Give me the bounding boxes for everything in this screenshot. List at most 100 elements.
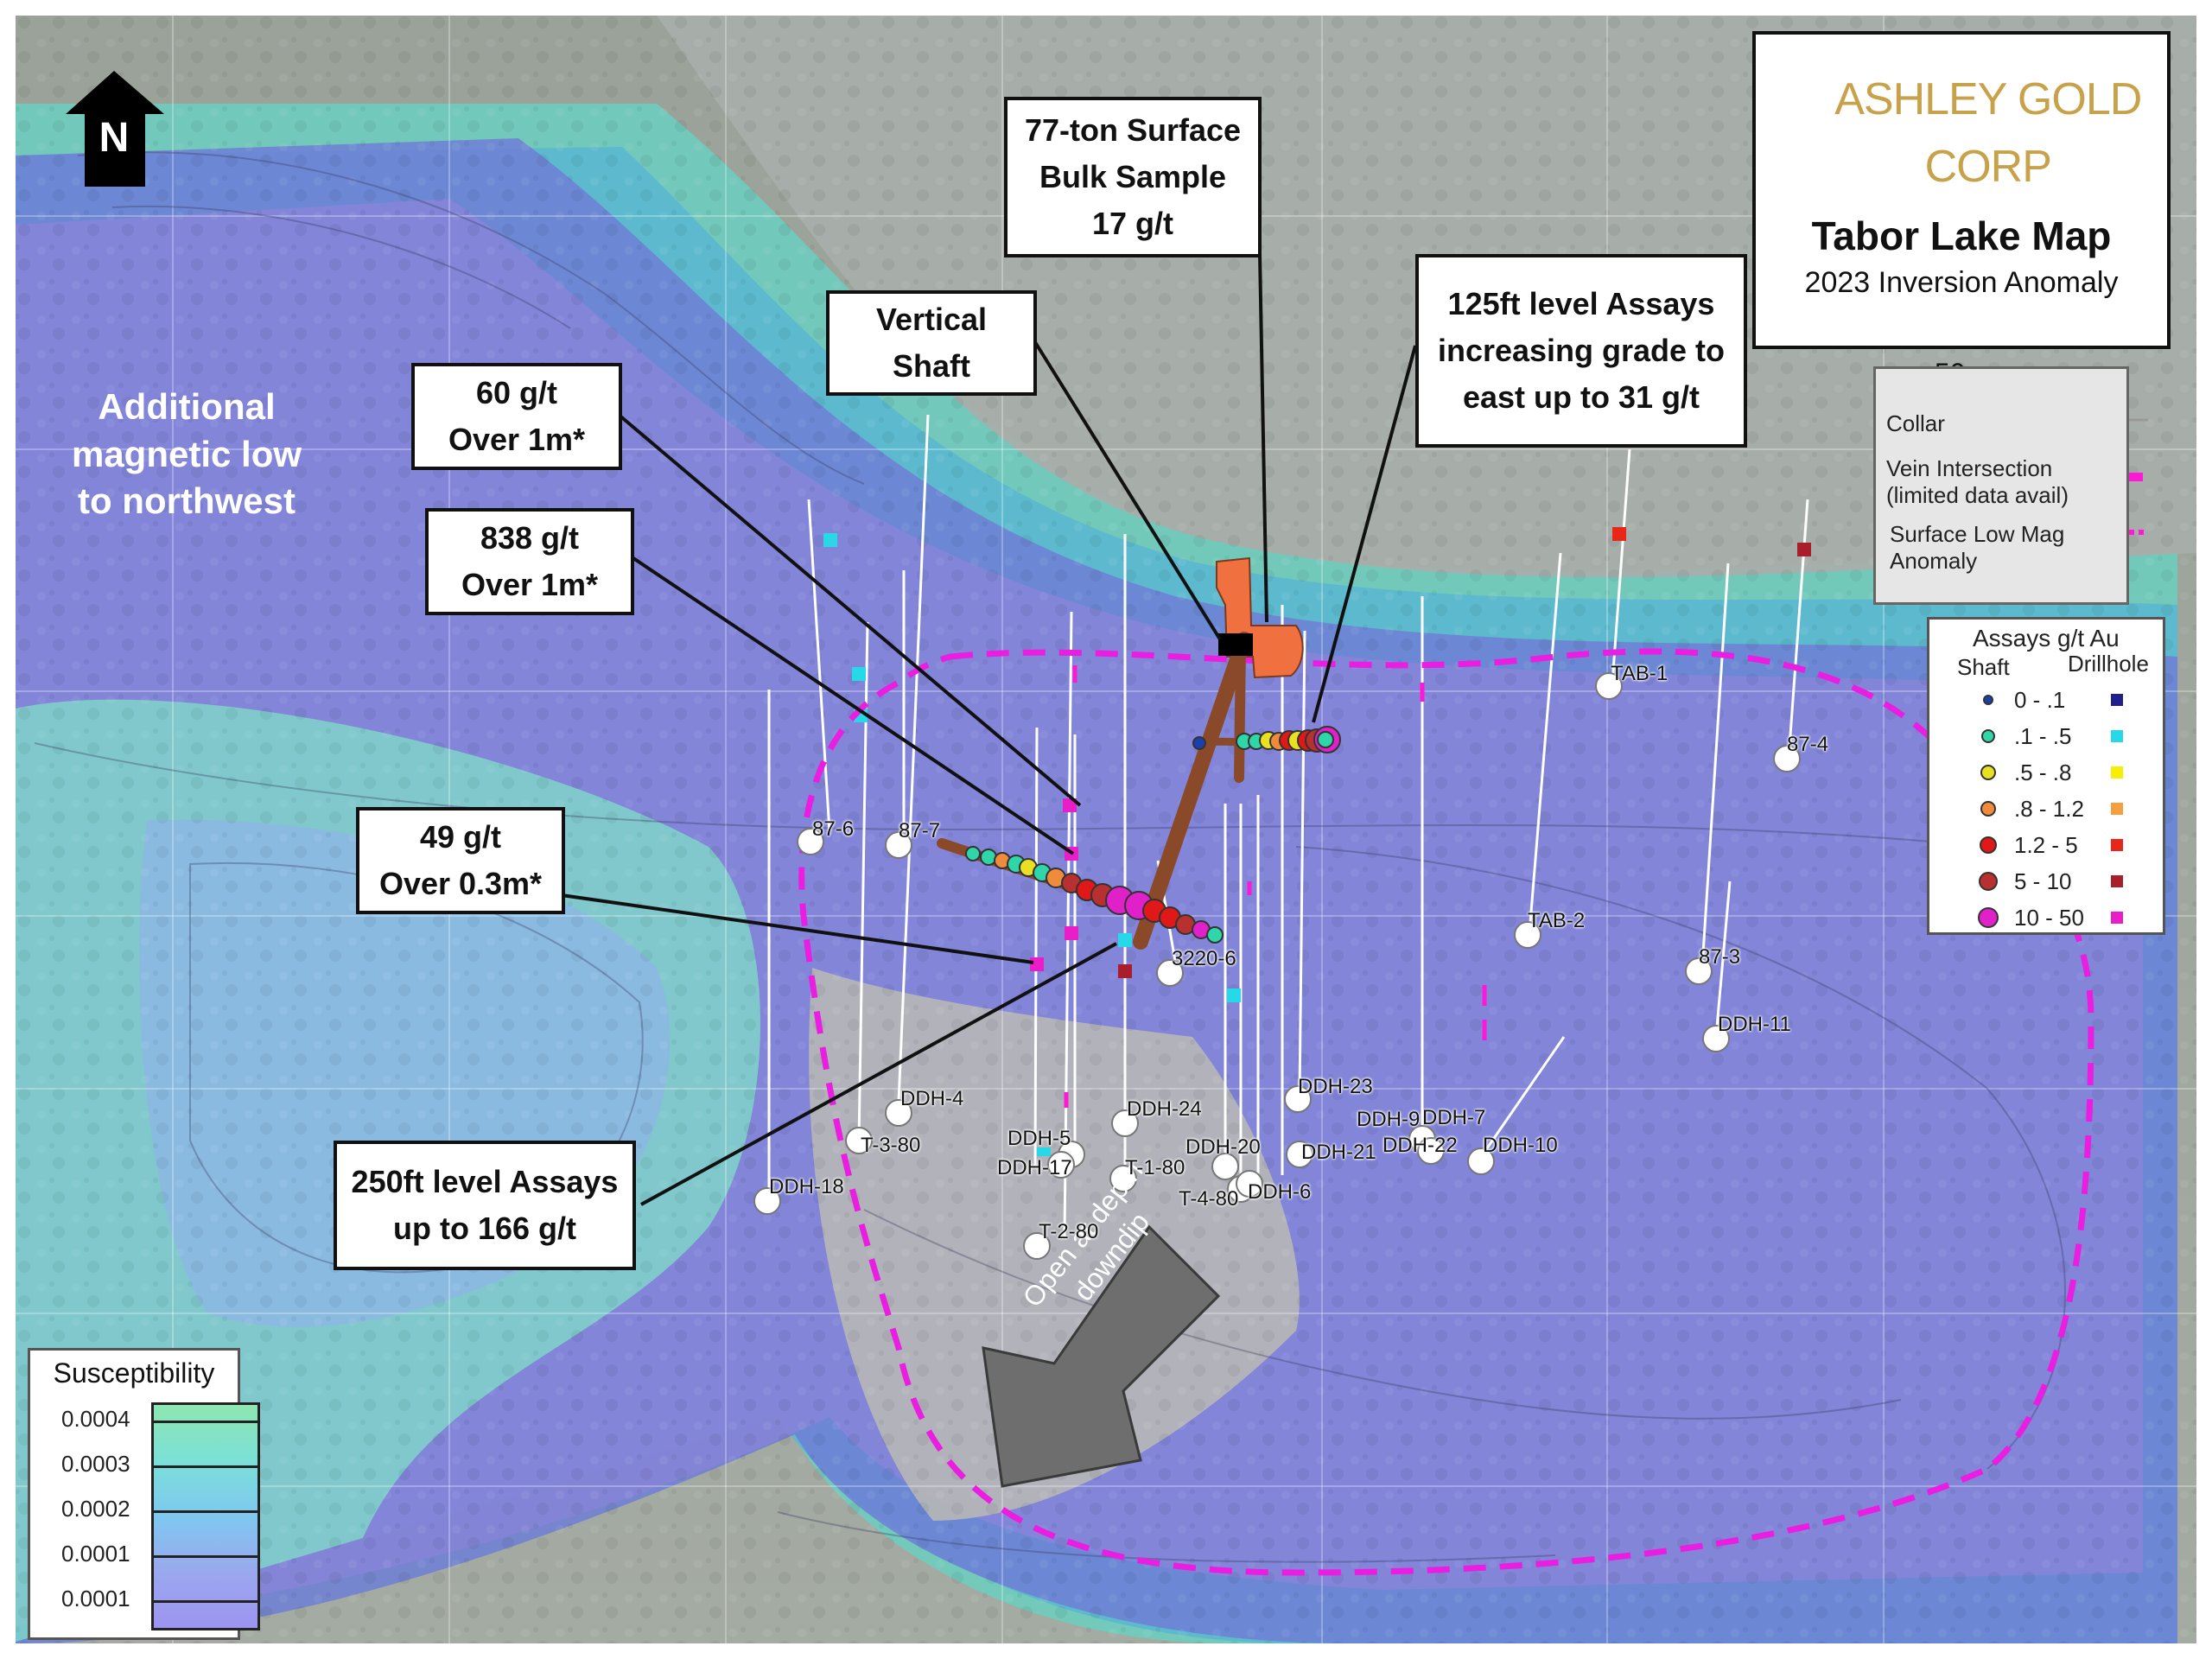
assay-class-label: 1.2 - 5: [2014, 832, 2078, 858]
collar-t-1-80: [1109, 1165, 1137, 1192]
hole-label: DDH-10: [1483, 1134, 1558, 1157]
level-125-assays: [1192, 726, 1341, 753]
hole-label: DDH-22: [1382, 1134, 1458, 1157]
callout-line: Over 0.3m*: [378, 866, 543, 901]
drillhole-swatch: [2111, 730, 2123, 742]
assay-square: [1065, 926, 1078, 940]
hole-label: DDH-6: [1248, 1180, 1312, 1204]
north-arrow-icon: [66, 71, 164, 187]
callout-line: Bulk Sample: [1039, 159, 1227, 194]
collar-ddh-17: [1047, 1151, 1075, 1179]
drillhole-swatch: [2111, 803, 2123, 815]
callout-line: Shaft: [893, 348, 970, 384]
callout-line: Vertical: [875, 302, 988, 337]
assay-square: [1118, 964, 1132, 978]
magnetic-note-line: Additional: [98, 386, 276, 427]
callout-49gt: 49 g/t Over 0.3m*: [356, 807, 565, 914]
collar-tab-1: [1595, 672, 1623, 700]
shaft-swatch: [1978, 907, 1999, 928]
callout-line: increasing grade to: [1437, 333, 1726, 368]
hole-label: DDH-7: [1422, 1106, 1486, 1129]
assay-square: [1227, 988, 1241, 1002]
magnetic-note-line: to northwest: [78, 480, 296, 522]
legend-collar: Collar: [1886, 410, 1945, 437]
shaft-swatch: [1980, 836, 1997, 854]
callout-bulk-sample: 77-ton Surface Bulk Sample 17 g/t: [1004, 97, 1262, 257]
collar-t-3-80: [845, 1127, 873, 1154]
legend-label: Collar: [1886, 410, 1945, 436]
hole-label: DDH-23: [1298, 1075, 1373, 1098]
susceptibility-color-ramp: [151, 1402, 260, 1630]
callout-250ft-level: 250ft level Assays up to 166 g/t: [334, 1141, 636, 1270]
collar-ddh-23: [1284, 1085, 1312, 1113]
ramp-divider: [154, 1600, 257, 1603]
collar-ddh-6: [1236, 1170, 1263, 1198]
assay-class-label: 5 - 10: [2014, 868, 2072, 894]
level-250-assays: [965, 846, 1224, 944]
hole-label: T-4-80: [1179, 1187, 1239, 1211]
company-row: ASHLEY GOLD CORP: [1756, 66, 2167, 200]
collar-3220-6: [1156, 959, 1184, 987]
assay-square: [1063, 798, 1077, 812]
legend-label: Anomaly: [1890, 548, 1978, 575]
vertical-shaft-symbol: [1218, 633, 1253, 656]
callout-line: 77-ton Surface: [1024, 112, 1242, 148]
assay-class-row: 0 - .1: [1929, 682, 2163, 718]
assay-class-label: 0 - .1: [2014, 687, 2066, 713]
callout-line: 838 g/t: [480, 520, 580, 556]
hole-label: DDH-5: [1007, 1127, 1071, 1150]
map-title: Tabor Lake Map: [1811, 213, 2112, 258]
assay-class-label: .1 - .5: [2014, 723, 2072, 749]
ramp-divider: [154, 1510, 257, 1513]
legend-vein: Vein Intersection (limited data avail): [1886, 455, 2069, 509]
hole-label: DDH-24: [1127, 1097, 1202, 1121]
collar-87-7: [885, 831, 912, 859]
callout-line: east up to 31 g/t: [1462, 379, 1700, 415]
legend-label: Surface Low Mag: [1890, 521, 2065, 547]
title-box: ASHLEY GOLD CORP Tabor Lake Map 2023 Inv…: [1752, 31, 2171, 389]
hole-label: TAB-1: [1611, 662, 1669, 685]
assay-square: [1118, 933, 1132, 947]
collar-ddh-4: [885, 1099, 912, 1127]
assay-col-drillhole: Drillhole: [2068, 651, 2149, 677]
hole-label: 87-4: [1787, 733, 1829, 756]
susceptibility-tick: 0.0001: [61, 1586, 130, 1611]
callout-line: up to 166 g/t: [392, 1211, 576, 1246]
collar-ddh-10: [1467, 1147, 1495, 1175]
drillhole-swatch: [2111, 766, 2123, 779]
drillhole-swatch: [2111, 694, 2123, 706]
company-name: ASHLEY GOLD CORP: [1834, 74, 2142, 192]
collar-ddh-18: [753, 1187, 781, 1215]
collar-tab-2: [1514, 921, 1541, 949]
hole-label: 87-3: [1699, 945, 1741, 969]
drillhole-swatch: [2111, 912, 2123, 924]
hole-label: DDH-4: [900, 1087, 964, 1110]
magnetic-low-note: Additional magnetic low to northwest: [48, 384, 325, 525]
shaft-swatch: [1980, 765, 1996, 780]
hole-label: T-3-80: [861, 1134, 921, 1157]
assay-legend-title: Assays g/t Au: [1973, 625, 2120, 652]
assay-class-row: 5 - 10: [1929, 863, 2163, 899]
assay-class-row: .8 - 1.2: [1929, 791, 2163, 827]
susceptibility-tick: 0.0004: [61, 1406, 130, 1432]
map-subtitle: 2023 Inversion Anomaly: [1804, 266, 2119, 300]
susceptibility-title: Susceptibility: [53, 1357, 215, 1389]
callout-60gt: 60 g/t Over 1m*: [411, 363, 622, 470]
assay-class-row: 1.2 - 5: [1929, 827, 2163, 863]
hole-label: DDH-17: [997, 1156, 1072, 1179]
hole-label: 87-6: [812, 817, 855, 841]
hole-label: DDH-9: [1357, 1108, 1421, 1131]
assay-square: [852, 667, 866, 681]
assay-legend: Assays g/t Au Shaft Drillhole 0 - .1.1 -…: [1927, 617, 2165, 935]
assay-class-label: .8 - 1.2: [2014, 796, 2084, 822]
collars: [753, 672, 1801, 1260]
callout-vertical-shaft: Vertical Shaft: [826, 290, 1037, 396]
shaft-swatch: [1981, 729, 1995, 743]
hole-label: 3220-6: [1172, 947, 1236, 970]
logo-spacer: [1756, 105, 1801, 161]
callout-125ft-level: 125ft level Assays increasing grade to e…: [1415, 254, 1747, 448]
ramp-divider: [154, 1421, 257, 1423]
vein-intersections: [1064, 665, 1487, 1108]
assay-class-row: .5 - .8: [1929, 754, 2163, 791]
assay-square: [1797, 543, 1811, 556]
